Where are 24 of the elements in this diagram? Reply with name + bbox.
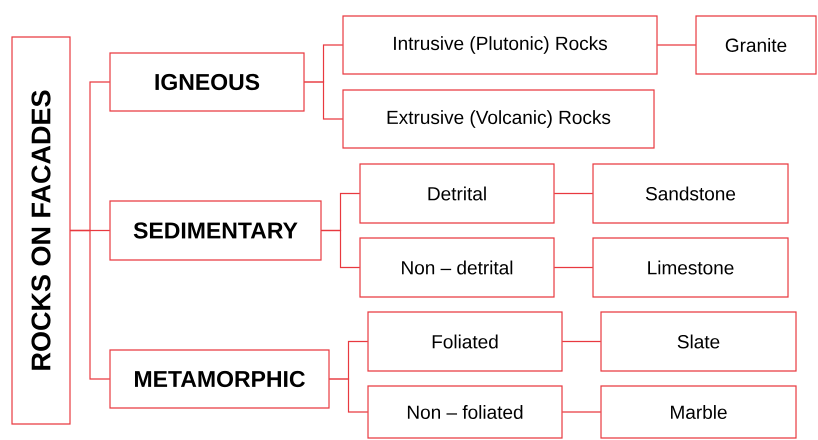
- type-box: Intrusive (Plutonic) Rocks: [342, 15, 658, 75]
- type-box: Non – detrital: [359, 237, 555, 298]
- connector: [658, 44, 696, 46]
- type-box: Foliated: [367, 311, 563, 372]
- category-box: METAMORPHIC: [109, 349, 330, 409]
- connector: [554, 192, 592, 194]
- category-box: IGNEOUS: [109, 52, 305, 112]
- type-box: Marble: [600, 385, 797, 439]
- connector: [562, 340, 600, 342]
- type-box: Extrusive (Volcanic) Rocks: [342, 89, 655, 149]
- type-box: Non – foliated: [367, 385, 563, 439]
- connector: [322, 230, 360, 268]
- type-box: Slate: [600, 311, 797, 372]
- connector: [70, 230, 110, 380]
- connector: [554, 266, 592, 268]
- type-box: Detrital: [359, 163, 555, 224]
- connector: [562, 411, 600, 413]
- connector: [304, 81, 342, 120]
- connector: [330, 378, 368, 413]
- category-box: SEDIMENTARY: [109, 200, 322, 261]
- type-box: Sandstone: [592, 163, 789, 224]
- type-box: Granite: [695, 15, 817, 75]
- type-box: Limestone: [592, 237, 789, 298]
- title-box: ROCKS ON FACADES: [11, 36, 71, 425]
